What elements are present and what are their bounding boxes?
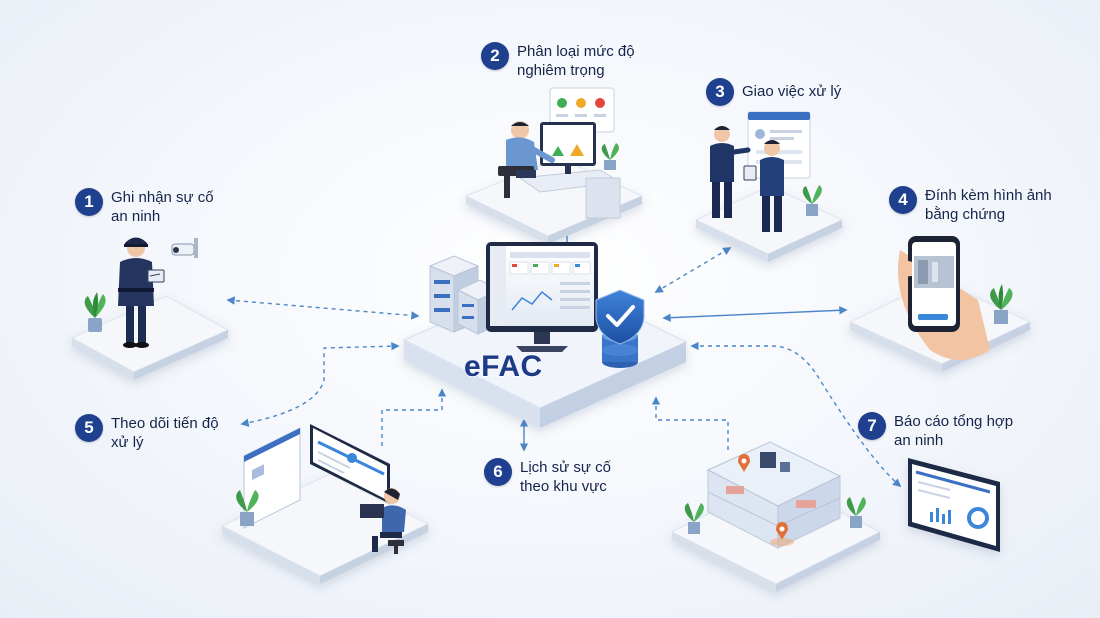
step-6-title-line-2: theo khu vực: [520, 478, 607, 495]
severity-board-icon: [498, 87, 622, 219]
step-7-title-line-2: an ninh: [894, 432, 944, 449]
step-1-number-badge: 1: [75, 188, 103, 216]
step-7-number-badge: 7: [858, 412, 886, 440]
step-4-title-line-1: Đính kèm hình ảnh: [925, 187, 1052, 204]
step-2-title-line-1: Phân loại mức độ: [517, 43, 635, 60]
efac-brand: eFAC: [464, 350, 543, 383]
connector-6b: [651, 396, 729, 450]
step-6-label: 6 Lịch sử sự cố theo khu vực: [484, 458, 611, 496]
step-1-title-line-2: an ninh: [111, 208, 161, 225]
step-1-title-line-1: Ghi nhận sự cố: [111, 189, 214, 206]
step-5-number-badge: 5: [75, 414, 103, 442]
step-3-label: 3 Giao việc xử lý: [706, 78, 841, 106]
connector-3: [654, 247, 732, 293]
assign-meeting-icon: [710, 111, 822, 232]
dashboard-monitor: [486, 242, 598, 352]
connector-5: [240, 341, 400, 427]
step-4-label: 4 Đính kèm hình ảnh bằng chứng: [889, 186, 1052, 224]
step-2-number-badge: 2: [481, 42, 509, 70]
connector-4: [662, 306, 848, 322]
step-2-label: 2 Phân loại mức độ nghiêm trọng: [481, 42, 635, 80]
step-7-label: 7 Báo cáo tổng hợp an ninh: [858, 412, 1013, 450]
step-5-label: 5 Theo dõi tiến độ xử lý: [75, 414, 219, 452]
connectors: [226, 222, 902, 488]
phone-evidence-icon: [898, 236, 1013, 360]
step-3-number-badge: 3: [706, 78, 734, 106]
step-4-title-line-2: bằng chứng: [925, 206, 1006, 223]
step-5-title-line-1: Theo dõi tiến độ: [111, 415, 219, 432]
report-tablet-icon: [908, 458, 1000, 552]
step-6-number-badge: 6: [484, 458, 512, 486]
step-5-title-line-2: xử lý: [111, 434, 144, 451]
security-guard-icon: [84, 237, 198, 348]
server-stack-icon: [428, 255, 502, 335]
step-4-number-badge: 4: [889, 186, 917, 214]
step-7-title-line-1: Báo cáo tổng hợp: [894, 413, 1014, 430]
step-3-title-line-1: Giao việc xử lý: [742, 83, 842, 100]
step-6-title-line-1: Lịch sử sự cố: [520, 459, 611, 476]
building-map-icon: [684, 441, 866, 549]
connector-1: [226, 296, 420, 320]
connector-7: [690, 341, 902, 488]
step-1-label: 1 Ghi nhận sự cố an ninh: [75, 188, 214, 226]
shield-check-icon: [595, 289, 645, 368]
connector-5b: [381, 388, 447, 446]
progress-tracking-icon: [236, 424, 406, 554]
platforms: [70, 157, 1032, 592]
step-2-title-line-2: nghiêm trọng: [517, 62, 605, 79]
